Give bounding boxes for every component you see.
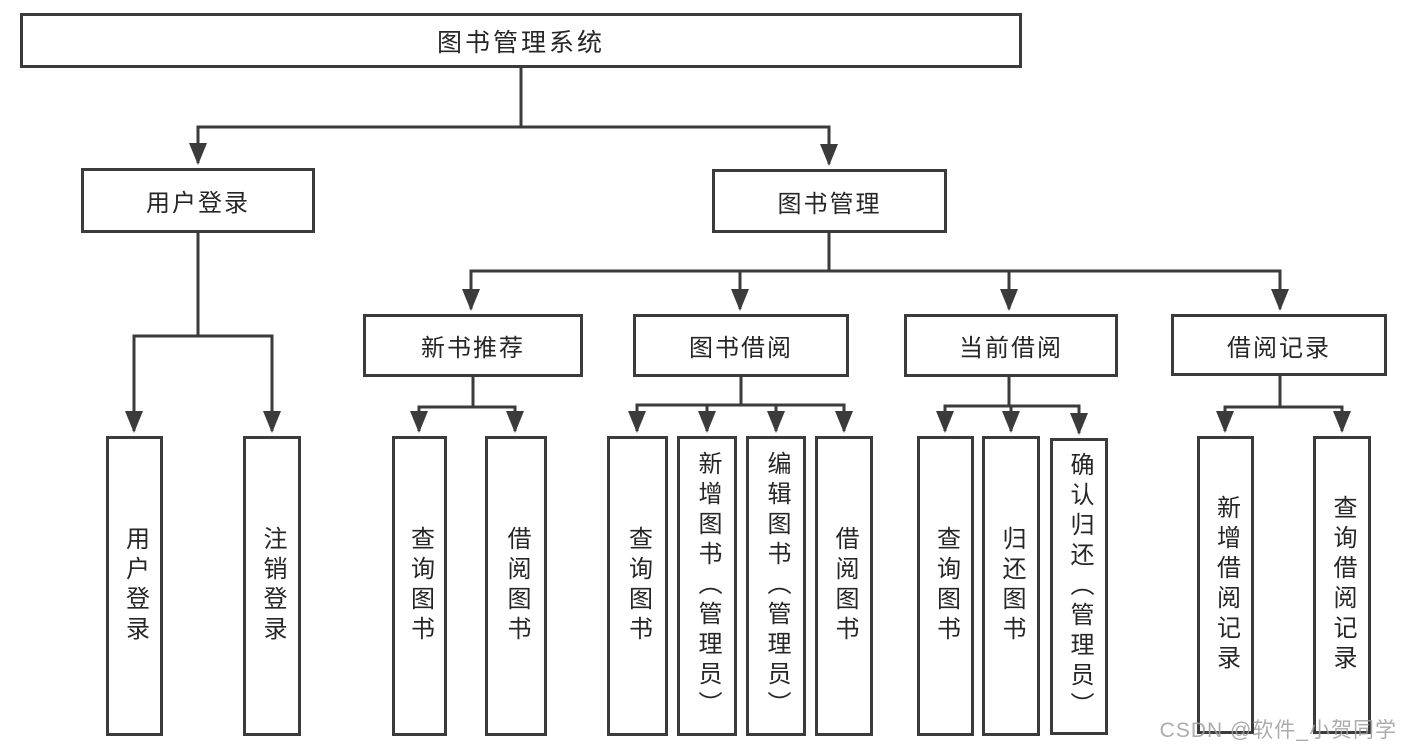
watermark: CSDN @软件_小贺同学	[1159, 719, 1397, 742]
node-new-book-recommend: 新书推荐	[363, 314, 583, 377]
node-v-query-borrow-record: 查询借阅记录	[1313, 436, 1371, 734]
connector	[521, 125, 838, 166]
node-current-borrowing: 当前借阅	[904, 314, 1118, 377]
node-label-v-user-login: 用户登录	[121, 526, 149, 646]
node-label-v-logout-login: 注销登录	[259, 526, 286, 646]
node-label-book-management: 图书管理	[777, 190, 882, 218]
node-label-root: 图书管理系统	[436, 28, 605, 57]
node-label-user-login: 用户登录	[146, 190, 250, 217]
connector	[731, 269, 829, 311]
connector	[628, 403, 741, 433]
node-v-add-borrow-record: 新增借阅记录	[1197, 436, 1254, 734]
node-v-borrow-books-1: 借阅图书	[485, 436, 547, 736]
node-label-v-edit-books: 编辑图书（管理员）	[763, 451, 790, 721]
connector	[410, 405, 473, 433]
node-root: 图书管理系统	[20, 13, 1022, 68]
node-label-new-book-recommend: 新书推荐	[421, 335, 525, 362]
node-label-book-borrowing: 图书借阅	[689, 335, 793, 362]
connector	[1280, 405, 1351, 433]
connector	[1216, 405, 1280, 433]
connector	[1009, 404, 1088, 435]
node-v-edit-books: 编辑图书（管理员）	[746, 436, 806, 736]
connector	[1002, 404, 1020, 433]
node-label-v-return-books: 归还图书	[998, 526, 1025, 646]
node-v-query-books-2: 查询图书	[607, 436, 668, 736]
connector	[741, 403, 785, 433]
connector	[462, 269, 829, 311]
node-label-borrowing-records: 借阅记录	[1227, 334, 1331, 362]
node-label-v-query-books-2: 查询图书	[624, 526, 652, 646]
node-label-v-confirm-return: 确认归还（管理员）	[1066, 451, 1093, 722]
node-book-borrowing: 图书借阅	[633, 314, 849, 377]
node-v-query-books-3: 查询图书	[917, 436, 974, 736]
node-label-v-add-borrow-record: 新增借阅记录	[1212, 495, 1240, 675]
node-label-current-borrowing: 当前借阅	[959, 335, 1063, 362]
connector	[189, 125, 521, 165]
connector	[198, 334, 281, 433]
node-v-query-books-1: 查询图书	[392, 436, 447, 736]
node-v-user-login: 用户登录	[106, 436, 163, 736]
node-v-logout-login: 注销登录	[243, 436, 301, 736]
connector	[741, 403, 853, 433]
node-v-confirm-return: 确认归还（管理员）	[1050, 438, 1108, 735]
node-label-v-borrow-books-2: 借阅图书	[831, 526, 858, 646]
connector	[829, 269, 1018, 311]
connector	[125, 334, 198, 433]
node-v-add-books: 新增图书（管理员）	[677, 436, 737, 736]
node-label-v-query-borrow-record: 查询借阅记录	[1329, 495, 1356, 675]
node-borrowing-records: 借阅记录	[1171, 314, 1387, 376]
connector	[698, 403, 741, 433]
node-label-v-borrow-books-1: 借阅图书	[503, 526, 530, 646]
node-book-management: 图书管理	[712, 169, 947, 233]
node-label-v-add-books: 新增图书（管理员）	[694, 451, 721, 721]
connector	[936, 404, 1009, 433]
node-label-v-query-books-3: 查询图书	[932, 526, 960, 646]
node-v-return-books: 归还图书	[982, 436, 1040, 736]
node-v-borrow-books-2: 借阅图书	[815, 436, 873, 736]
connector	[473, 405, 524, 433]
node-label-v-query-books-1: 查询图书	[406, 526, 434, 646]
connector	[829, 269, 1289, 311]
node-user-login: 用户登录	[81, 168, 315, 233]
